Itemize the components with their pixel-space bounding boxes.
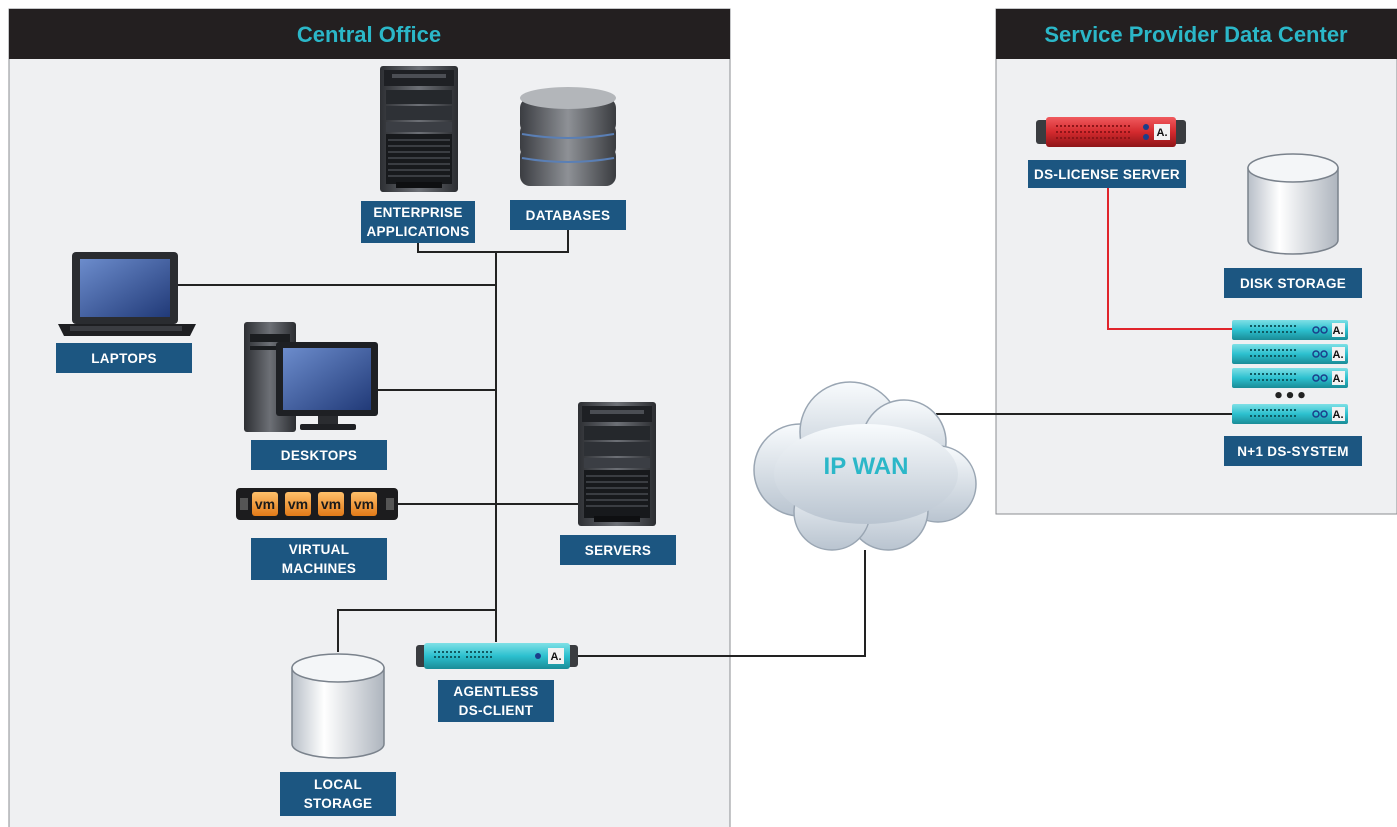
svg-text:ENTERPRISE: ENTERPRISE [373, 205, 462, 220]
central-office-title: Central Office [297, 22, 441, 47]
enterprise-apps-link [417, 230, 569, 253]
svg-text:N+1 DS-SYSTEM: N+1 DS-SYSTEM [1237, 444, 1349, 459]
connection-lines [178, 188, 1232, 657]
ds-license-server-label: DS-LICENSE SERVER [1028, 160, 1186, 188]
storage-cylinder-icon [1247, 153, 1339, 255]
svg-text:VIRTUAL: VIRTUAL [289, 542, 350, 557]
provider-panel: Service Provider Data Center [995, 8, 1397, 515]
svg-text:LAPTOPS: LAPTOPS [91, 351, 157, 366]
server-tower-icon [380, 66, 458, 192]
rack-appliance-icon: A. [1232, 344, 1348, 364]
server-tower-icon [578, 402, 656, 526]
ellipsis: ••• [1273, 386, 1308, 407]
svg-text:STORAGE: STORAGE [304, 796, 373, 811]
n1-ds-system-label: N+1 DS-SYSTEM [1224, 436, 1362, 466]
virtual-machines-label: VIRTUAL MACHINES [251, 538, 387, 580]
enterprise-applications-label: ENTERPRISE APPLICATIONS [361, 201, 475, 243]
storage-cylinder-icon [291, 653, 385, 759]
desktops-label: DESKTOPS [251, 440, 387, 470]
svg-text:APPLICATIONS: APPLICATIONS [366, 224, 469, 239]
svg-text:DATABASES: DATABASES [526, 208, 611, 223]
svg-text:A.: A. [1333, 325, 1344, 337]
ip-wan-label: IP WAN [824, 453, 909, 480]
svg-text:vm: vm [255, 496, 275, 512]
svg-text:A.: A. [551, 651, 562, 663]
svg-text:SERVERS: SERVERS [585, 543, 651, 558]
desktop-icon [244, 322, 378, 432]
svg-text:MACHINES: MACHINES [282, 561, 356, 576]
laptops-label: LAPTOPS [56, 343, 192, 373]
rack-appliance-icon: A. [1232, 368, 1348, 388]
svg-text:DS-LICENSE SERVER: DS-LICENSE SERVER [1034, 167, 1180, 182]
rack-appliance-icon: A. [1232, 404, 1348, 424]
rack-appliance-icon: A. [1036, 117, 1186, 147]
ds-system-stack: A. A. A. ••• A. [1232, 320, 1348, 424]
svg-text:A.: A. [1333, 373, 1344, 385]
laptop-icon [58, 252, 196, 336]
agentless-ds-client-label: AGENTLESS DS-CLIENT [438, 680, 554, 722]
local-storage-link [337, 609, 496, 652]
svg-text:DESKTOPS: DESKTOPS [281, 448, 357, 463]
vm-rack-icon: vm vm vm vm [236, 488, 398, 520]
disk-storage-label: DISK STORAGE [1224, 268, 1362, 298]
svg-text:vm: vm [354, 496, 374, 512]
svg-text:DS-CLIENT: DS-CLIENT [459, 703, 534, 718]
rack-appliance-icon: A. [1232, 320, 1348, 340]
svg-text:DISK STORAGE: DISK STORAGE [1240, 276, 1346, 291]
provider-title: Service Provider Data Center [1044, 22, 1348, 47]
svg-text:A.: A. [1333, 349, 1344, 361]
databases-label: DATABASES [510, 200, 626, 230]
svg-text:A.: A. [1157, 127, 1168, 139]
servers-label: SERVERS [560, 535, 676, 565]
database-icon [520, 87, 616, 186]
svg-text:AGENTLESS: AGENTLESS [453, 684, 538, 699]
local-storage-label: LOCAL STORAGE [280, 772, 396, 816]
rack-appliance-icon: A. [416, 643, 578, 669]
svg-text:vm: vm [288, 496, 308, 512]
license-link [1107, 188, 1232, 330]
svg-text:vm: vm [321, 496, 341, 512]
svg-text:LOCAL: LOCAL [314, 777, 362, 792]
svg-text:A.: A. [1333, 409, 1344, 421]
cloud-icon: IP WAN [753, 381, 977, 551]
client-wan-link [578, 550, 866, 657]
